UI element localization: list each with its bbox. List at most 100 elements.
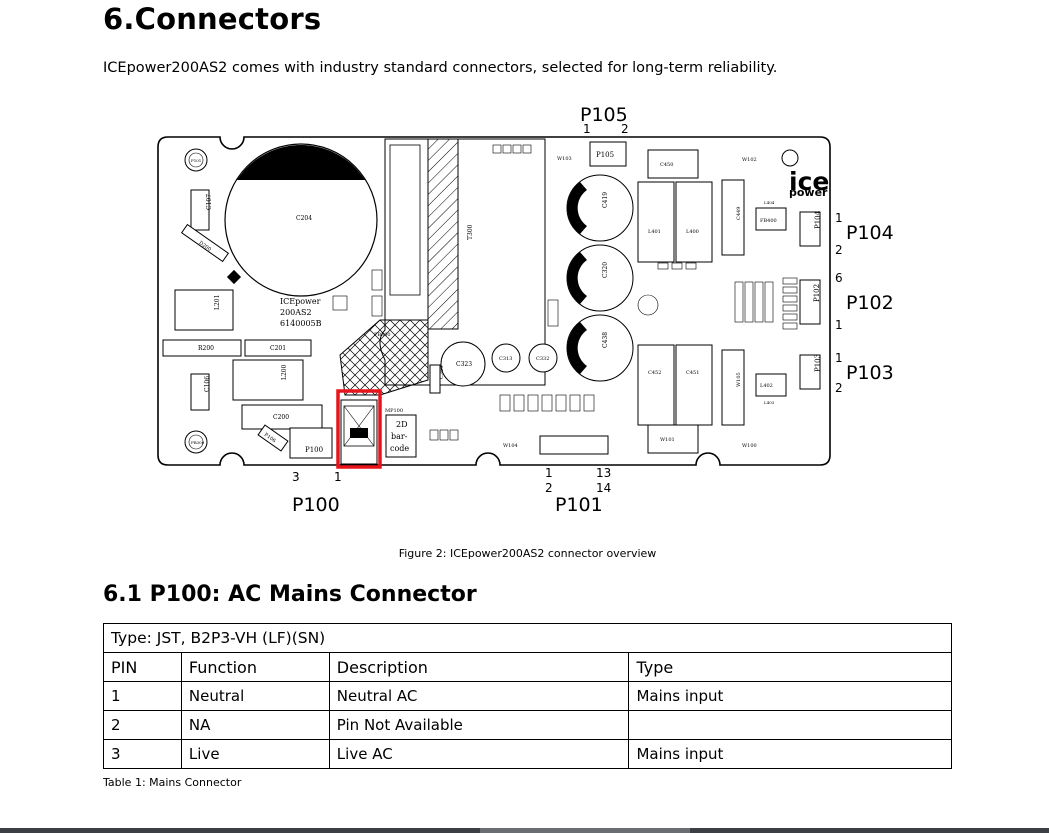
component-label: C201 [270, 345, 286, 352]
cell-description: Live AC [328, 739, 630, 769]
table-header-row: PIN Function Description Type [103, 652, 952, 682]
table-caption: Table 1: Mains Connector [103, 776, 242, 789]
component-label: L201 [214, 295, 221, 310]
connector-overview-figure: C204 C107 D200 L201 R200 C201 C106 L200 … [157, 104, 894, 516]
col-header-type: Type [628, 652, 952, 682]
connector-p101-body [539, 435, 609, 455]
p102-label: P102 [846, 292, 894, 314]
component-label: W103 [557, 156, 572, 162]
component-label: P104 [814, 210, 822, 229]
component-label: C107 [206, 194, 213, 210]
capacitor-c204-band [237, 144, 365, 180]
mains-connector-table: Type: JST, B2P3-VH (LF)(SN) PIN Function… [103, 623, 952, 769]
component-label: MP100 [385, 408, 403, 414]
cell-function: Neutral [180, 681, 330, 711]
p103-pin-2: 2 [835, 381, 843, 395]
component-label: C204 [296, 215, 312, 222]
connector-p104-body [799, 211, 821, 247]
table-row: 1 Neutral Neutral AC Mains input [103, 681, 952, 711]
p100-label: P100 [292, 494, 340, 516]
cell-pin: 2 [103, 710, 182, 740]
cell-pin: 3 [103, 739, 182, 769]
component-label: PB300 [374, 332, 391, 338]
connector-p103-body [799, 354, 821, 390]
mount-hole-w100 [184, 430, 208, 454]
p104-label: P104 [846, 222, 894, 244]
board-name-line2: 200AS2 [280, 308, 312, 317]
cell-description: Neutral AC [328, 681, 630, 711]
p101-pin-14: 14 [596, 481, 611, 495]
component-label: C200 [273, 414, 289, 421]
component-label: L200 [281, 364, 288, 380]
p101-pin-1: 1 [545, 466, 553, 480]
component-label: W102 [742, 157, 757, 163]
p101-label: P101 [555, 494, 603, 516]
board-name-line1: ICEpower [280, 297, 321, 306]
board-name-line3: 6140005B [280, 319, 322, 328]
figure-caption: Figure 2: ICEpower200AS2 connector overv… [398, 547, 657, 560]
cell-type: Mains input [628, 739, 952, 769]
component-label: W105 [736, 372, 742, 387]
capacitor-c204 [224, 143, 378, 297]
component-label: C438 [602, 332, 609, 348]
p105-pin-1: 1 [583, 122, 591, 136]
subsection-title: 6.1 P100: AC Mains Connector [103, 582, 477, 607]
component-label: P105 [596, 151, 614, 159]
p102-pin-6: 6 [835, 271, 843, 285]
component-label: L402 [760, 383, 773, 389]
scrollbar-thumb[interactable] [480, 828, 690, 833]
col-header-description: Description [328, 652, 630, 682]
component-label: C340 [439, 366, 445, 379]
p103-label: P103 [846, 362, 894, 384]
component-label: C332 [536, 356, 549, 362]
component-label: W101 [660, 437, 675, 443]
component-label: P102 [813, 284, 821, 302]
component-label: P101 [191, 158, 201, 163]
component-label: W104 [503, 443, 518, 449]
svg-text:bar-: bar- [391, 432, 408, 441]
cell-type: Mains input [628, 681, 952, 711]
connector-p105-body [589, 141, 627, 167]
component-label: C419 [602, 192, 609, 208]
p105-label: P105 [580, 104, 628, 126]
component-label: W100 [742, 443, 757, 449]
cell-description: Pin Not Available [328, 710, 630, 740]
component-label: C452 [648, 370, 661, 376]
horizontal-scrollbar[interactable] [0, 828, 1049, 833]
component-label: L400 [686, 229, 699, 235]
component-label: C320 [602, 262, 609, 278]
p105-pin-2: 2 [621, 122, 629, 136]
transformer-hatch [427, 138, 459, 330]
p100-pin-1: 1 [334, 470, 342, 484]
table-row: 2 NA Pin Not Available [103, 710, 952, 740]
p103-pin-1: 1 [835, 351, 843, 365]
col-header-function: Function [180, 652, 330, 682]
section-intro: ICEpower200AS2 comes with industry stand… [103, 60, 778, 76]
component-label: C449 [736, 207, 742, 220]
table-row: 3 Live Live AC Mains input [103, 739, 952, 769]
component-label: FB400 [760, 218, 777, 224]
component-label: C323 [456, 361, 472, 368]
svg-text:code: code [390, 444, 409, 453]
component-label: P103 [814, 354, 822, 372]
p100-pin-3: 3 [292, 470, 300, 484]
section-title: 6.Connectors [103, 2, 322, 36]
component-label: R200 [198, 345, 214, 352]
cell-type [628, 710, 952, 740]
component-label: C106 [204, 376, 211, 392]
p101-pin-13: 13 [596, 466, 611, 480]
connector-type: Type: JST, B2P3-VH (LF)(SN) [103, 623, 952, 653]
p100-highlight-box [336, 389, 382, 469]
p102-pin-1: 1 [835, 318, 843, 332]
svg-text:2D: 2D [396, 420, 408, 429]
p101-pin-2: 2 [545, 481, 553, 495]
component-label: L404 [764, 200, 775, 205]
component-label: L403 [764, 400, 775, 405]
cell-function: NA [180, 710, 330, 740]
component-label: T300 [467, 224, 474, 240]
smd-components [332, 144, 798, 441]
cell-function: Live [180, 739, 330, 769]
ice-logo: ice [789, 167, 829, 196]
p104-pin-1: 1 [835, 211, 843, 225]
component-label: P100 [305, 446, 323, 454]
